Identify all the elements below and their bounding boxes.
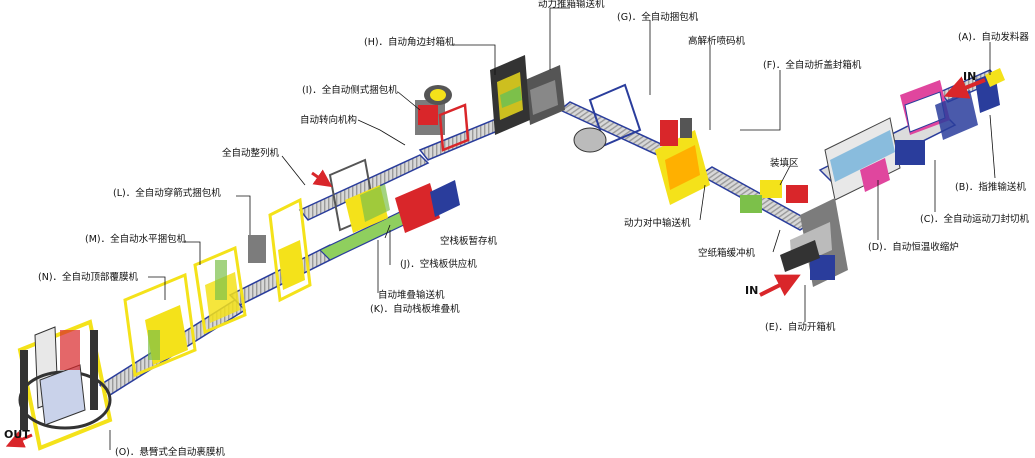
out-arrow [5, 431, 33, 448]
label-D: (D)．自动恒温收缩炉 [868, 241, 959, 253]
conveyor-bands [98, 69, 1000, 396]
machine-push-conveyor [525, 65, 565, 125]
machine-M [193, 245, 247, 335]
label-O: (O)．悬臂式全自动裹膜机 [115, 446, 225, 458]
label-hires-printer: 高解析喷码机 [688, 35, 746, 47]
label-in-bottom: IN [745, 284, 758, 297]
label-N: (N)．全自动顶部覆膜机 [38, 271, 139, 283]
label-E: (E)．自动开箱机 [765, 321, 836, 333]
direction-arrows [5, 76, 986, 448]
machine-E [780, 198, 848, 287]
label-push-conveyor: 动力推箱输送机 [538, 0, 605, 10]
in-arrow-right [943, 76, 986, 99]
label-stack-conveyor: 自动堆叠输送机 [378, 289, 445, 301]
in-arrow-bottom [759, 274, 801, 297]
label-I: (I)．全自动侧式捆包机 [302, 84, 398, 96]
machine-I [415, 85, 470, 152]
label-pallet-buffer: 空栈板暂存机 [440, 235, 498, 247]
label-M: (M)．全自动水平捆包机 [85, 233, 187, 245]
label-in-right: IN [963, 70, 976, 83]
label-A: (A)．自动发料器 [958, 31, 1029, 43]
label-buffer-conveyor: 空纸箱缓冲机 [698, 247, 756, 259]
label-B: (B)．指推输送机 [955, 181, 1026, 193]
label-K: (K)．自动栈板堆叠机 [370, 303, 460, 315]
conveyor-stack [298, 154, 430, 221]
label-out: OUT [4, 428, 30, 441]
machine-arrange-stacker [328, 158, 460, 233]
label-center-conveyor: 动力对中输送机 [624, 217, 691, 229]
machine-N [123, 272, 197, 378]
machine-D [824, 117, 925, 201]
machine-L [248, 197, 312, 303]
machines [17, 55, 1005, 451]
loading-zone-block [740, 180, 808, 213]
label-loading-zone: 装填区 [770, 157, 799, 169]
label-H: (H)．自动角边封箱机 [364, 36, 455, 48]
label-turn-mech: 自动转向机构 [300, 114, 357, 126]
label-L: (L)．全自动穿箭式捆包机 [113, 187, 221, 199]
label-J: (J)．空栈板供应机 [400, 258, 477, 270]
label-C: (C)．全自动运动刀封切机 [920, 213, 1030, 225]
machine-B-C [900, 80, 978, 140]
label-G: (G)．全自动捆包机 [617, 11, 699, 23]
machine-F-G [573, 83, 710, 205]
label-F: (F)．全自动折盖封箱机 [763, 59, 862, 71]
leader-lines [109, 7, 996, 450]
label-arrange: 全自动整列机 [222, 147, 280, 159]
machine-O [17, 319, 113, 451]
machine-H [490, 55, 530, 135]
infeed-arrow-mid [311, 169, 333, 188]
labels: (A)．自动发料器 (B)．指推输送机 (C)．全自动运动刀封切机 (D)．自动… [4, 0, 1030, 458]
